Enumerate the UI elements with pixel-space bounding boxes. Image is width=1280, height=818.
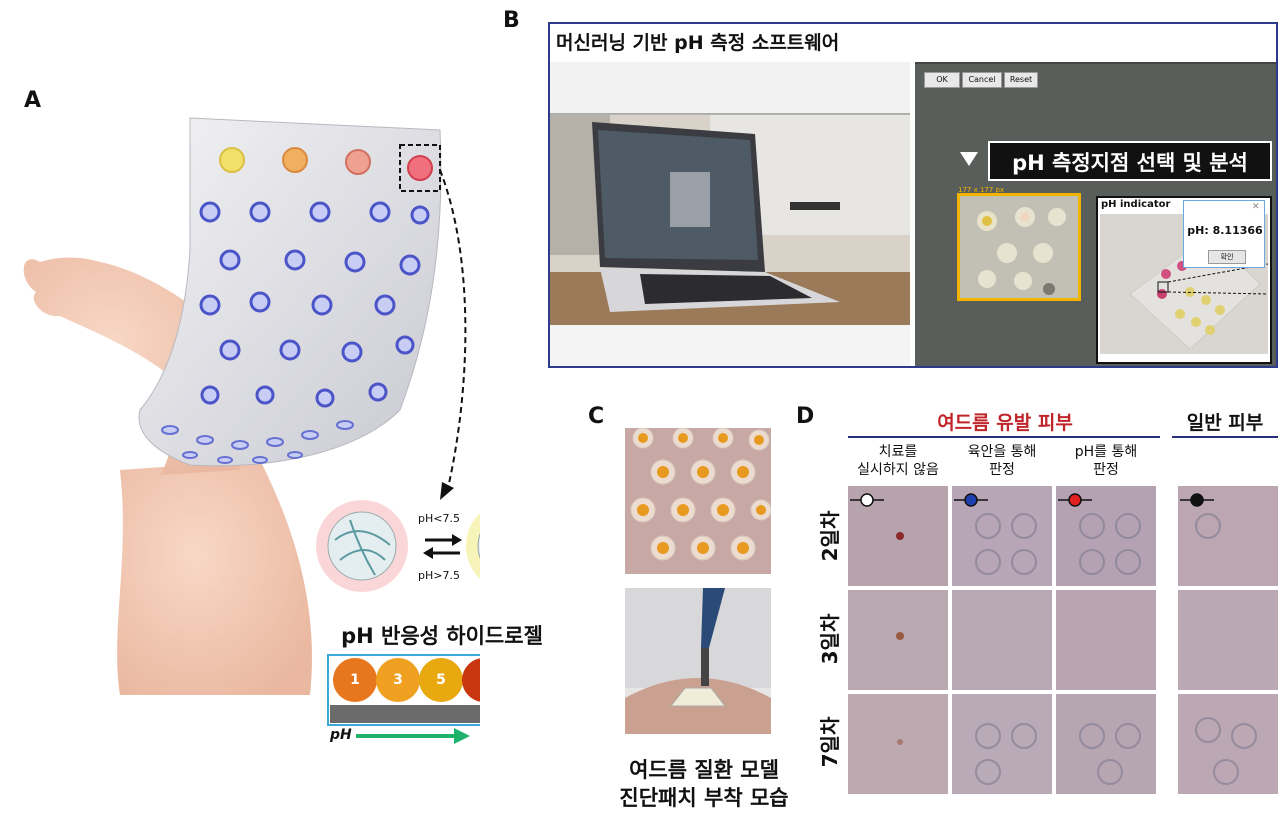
crop-box	[957, 193, 1081, 301]
acne-group-label: 여드름 유발 피부	[937, 412, 1073, 434]
header-line: 실시하지 않음	[857, 462, 939, 478]
ph-low-label: pH<7.5	[418, 512, 460, 525]
hydrogel-title: pH 반응성 하이드로젤	[341, 624, 543, 648]
sample-label: 5	[436, 672, 446, 688]
dashed-arrow-icon	[439, 169, 467, 489]
down-triangle-icon	[960, 152, 978, 166]
caption-line: 진단패치 부착 모습	[619, 786, 789, 810]
row-label-day2: 2일차	[818, 510, 842, 562]
laptop-photo	[550, 62, 910, 366]
selection-box	[399, 144, 441, 192]
row-day7	[848, 694, 1278, 794]
reset-button[interactable]: Reset	[1004, 72, 1038, 88]
marker-visual	[954, 493, 988, 507]
ok-button[interactable]: OK	[924, 72, 960, 88]
row-day3	[848, 590, 1278, 690]
panel-a-illustration	[23, 117, 480, 744]
ph-value: pH: 8.11366	[1187, 224, 1263, 237]
patch-closeup-photo	[625, 428, 771, 574]
caption-line: 여드름 질환 모델	[629, 758, 779, 782]
sample-label: 9	[522, 672, 532, 688]
confirm-button[interactable]: 확인	[1208, 250, 1246, 264]
software-title: 머신러닝 기반 pH 측정 소프트웨어	[556, 32, 840, 54]
header-line: pH를 통해	[1074, 444, 1138, 460]
column-header-ph: pH를 통해 판정	[1056, 443, 1156, 479]
panel-b-letter: B	[503, 8, 520, 33]
marker-normal	[1180, 493, 1214, 507]
torso	[117, 460, 312, 695]
cancel-button[interactable]: Cancel	[962, 72, 1002, 88]
ph-axis-label: pH	[330, 727, 352, 743]
sample-label: 1	[350, 672, 360, 688]
header-line: 판정	[989, 462, 1015, 478]
ph-indicator-title: pH indicator	[1101, 199, 1171, 210]
header-line: 치료를	[878, 444, 918, 460]
skin-photo-grid	[848, 486, 1278, 794]
select-point-label: pH 측정지점 선택 및 분석	[988, 141, 1272, 181]
close-icon[interactable]: ✕	[1252, 202, 1260, 212]
panel-c-letter: C	[588, 404, 605, 429]
ph-high-label: pH>7.5	[418, 569, 460, 582]
acne-group-line	[848, 436, 1160, 438]
window-topbar	[915, 62, 1276, 64]
marker-untreated	[850, 493, 884, 507]
normal-group-line	[1172, 436, 1278, 438]
patch-attachment-photo	[625, 588, 771, 734]
row-label-day7: 7일차	[818, 716, 842, 768]
column-header-visual: 육안을 통해 판정	[952, 443, 1052, 479]
panel-a-letter: A	[24, 88, 42, 113]
row-label-day3: 3일차	[818, 613, 842, 665]
panel-d-letter: D	[796, 404, 815, 429]
panel-c-caption: 여드름 질환 모델 진단패치 부착 모습	[598, 756, 810, 812]
header-line: 육안을 통해	[967, 444, 1037, 460]
sample-label: 7	[479, 672, 489, 688]
column-header-untreated: 치료를 실시하지 않음	[848, 443, 948, 479]
sample-label: 3	[393, 672, 403, 688]
marker-ph	[1058, 493, 1092, 507]
normal-group-label: 일반 피부	[1186, 412, 1264, 434]
crop-size-label: 177 x 177 px	[958, 186, 1005, 194]
header-line: 판정	[1093, 462, 1119, 478]
